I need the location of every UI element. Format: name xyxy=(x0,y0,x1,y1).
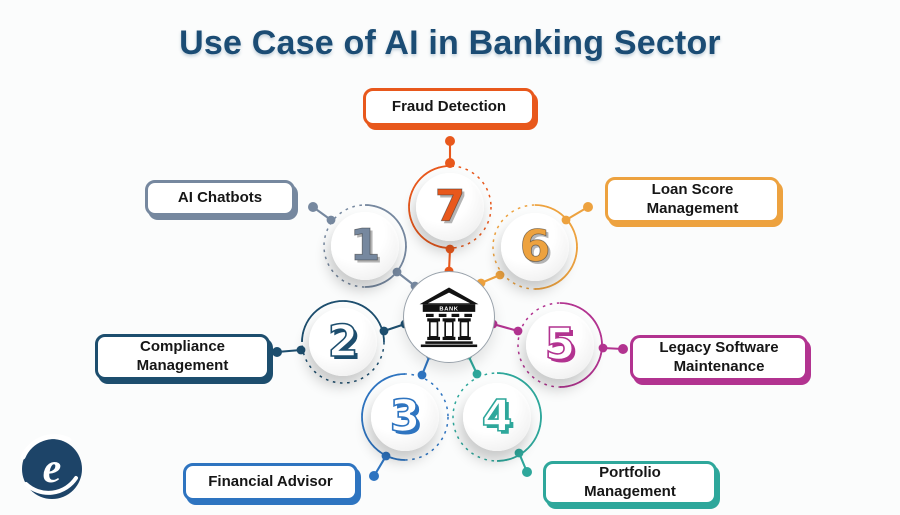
bank-label: BANK xyxy=(439,306,458,312)
step-number-3: 3 xyxy=(389,390,421,443)
label-box-fraud-detection: Fraud Detection xyxy=(363,88,535,126)
label-box-ai-chatbots: AI Chatbots xyxy=(145,180,295,216)
step-number-6: 6 xyxy=(519,220,551,272)
step-number-4: 4 xyxy=(481,390,513,443)
bank-circle: BANK xyxy=(403,271,495,363)
step-circle-6: 6 xyxy=(501,213,569,281)
label-fraud-detection: Fraud Detection xyxy=(391,97,507,115)
ring-connector-1 xyxy=(308,202,420,291)
step-circle-3: 3 xyxy=(371,383,439,451)
step-circle-4: 4 xyxy=(463,383,531,451)
step-number-2: 2 xyxy=(327,315,359,368)
label-box-compliance-management: Compliance Management xyxy=(95,334,270,380)
label-loan-score-management: Loan Score Management xyxy=(646,181,739,217)
ring-connector-5 xyxy=(488,302,628,388)
label-compliance-management: Compliance Management xyxy=(136,338,229,374)
label-financial-advisor: Financial Advisor xyxy=(208,472,333,490)
label-legacy-software-maintenance: Legacy Software Maintenance xyxy=(659,339,779,375)
step-circle-2: 2 xyxy=(309,308,377,376)
page-title: Use Case of AI in Banking Sector xyxy=(179,24,721,62)
label-box-portfolio-management: Portfolio Management xyxy=(543,461,717,505)
label-box-loan-score-management: Loan Score Management xyxy=(605,177,780,223)
step-circle-7: 7 xyxy=(416,173,484,241)
bank-icon: BANK xyxy=(419,287,479,348)
logo-letter: e xyxy=(43,446,62,492)
step-number-7: 7 xyxy=(434,180,466,232)
e-logo: e xyxy=(20,434,82,499)
label-portfolio-management: Portfolio Management xyxy=(584,464,676,500)
step-number-1: 1 xyxy=(349,219,381,271)
step-circle-1: 1 xyxy=(331,212,399,280)
label-box-legacy-software-maintenance: Legacy Software Maintenance xyxy=(630,335,808,381)
label-ai-chatbots: AI Chatbots xyxy=(177,188,263,206)
label-box-financial-advisor: Financial Advisor xyxy=(183,463,358,501)
step-circle-5: 5 xyxy=(526,311,594,379)
step-number-5: 5 xyxy=(544,318,576,371)
